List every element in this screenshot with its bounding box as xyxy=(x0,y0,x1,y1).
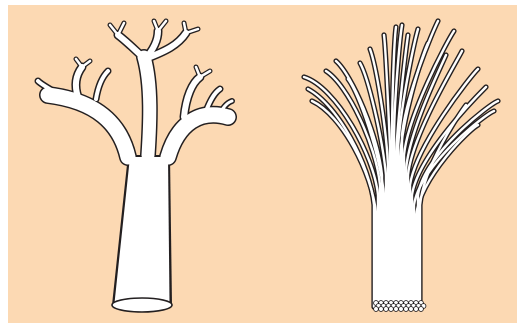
strand-end xyxy=(379,307,384,312)
trunk-base-ellipse xyxy=(112,298,172,312)
strand-end xyxy=(384,307,389,312)
strand-end xyxy=(409,307,414,312)
strand-end xyxy=(389,307,394,312)
diagram-panel xyxy=(8,5,517,323)
strand-end xyxy=(414,307,419,312)
strand-end xyxy=(419,307,424,312)
strand-end xyxy=(404,307,409,312)
strand-end xyxy=(399,307,404,312)
strand-end xyxy=(394,307,399,312)
strand-end xyxy=(374,307,379,312)
strand-ends-cluster xyxy=(374,301,426,312)
diagram-canvas xyxy=(8,5,517,323)
